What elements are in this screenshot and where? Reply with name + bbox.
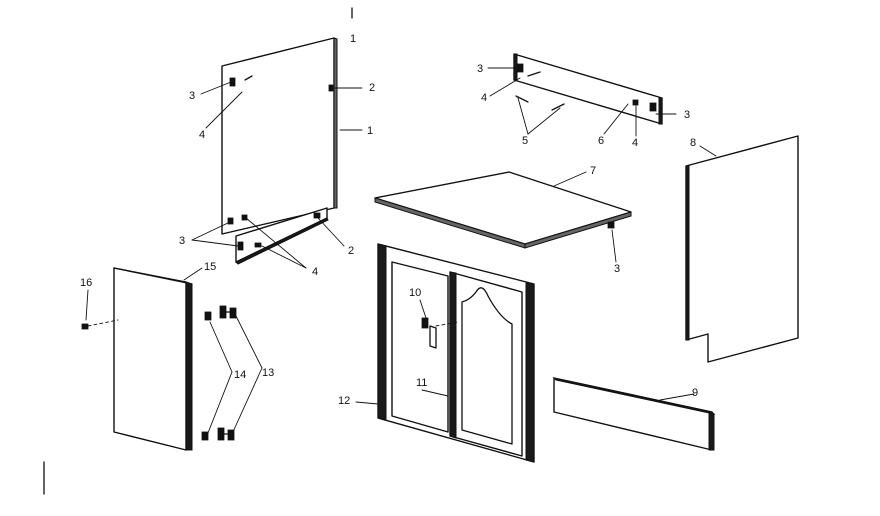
side-panel-part-15 <box>113 267 193 451</box>
callout-6: 6 <box>598 135 604 147</box>
callout-3-lower-left: 3 <box>179 235 185 247</box>
back-rail-part-6 <box>513 53 663 125</box>
handle-part-10 <box>421 317 459 349</box>
callout-3-top-panel: 3 <box>614 263 620 275</box>
callout-4-upper-left: 4 <box>199 129 205 141</box>
callout-labels: 1 3 4 2 1 3 2 4 3 4 5 6 4 3 7 3 8 9 10 1… <box>80 33 698 407</box>
callout-9: 9 <box>692 387 698 399</box>
callout-10: 10 <box>409 287 421 299</box>
callout-11: 11 <box>416 377 427 389</box>
back-panel-part-8 <box>685 135 799 363</box>
knob-part-16 <box>81 319 119 330</box>
callout-2-lower: 2 <box>348 245 354 257</box>
callout-3-upper-left: 3 <box>189 90 195 102</box>
callout-14: 14 <box>234 369 246 381</box>
side-panel-part-1 <box>221 37 338 265</box>
toe-kick-part-9 <box>552 377 716 451</box>
face-frame-part-12 <box>377 243 535 463</box>
door-part-11 <box>449 271 523 457</box>
callout-16: 16 <box>80 277 92 289</box>
callout-8: 8 <box>690 137 696 149</box>
callout-3-back-rail-left: 3 <box>477 63 483 75</box>
leader-lines <box>85 67 717 439</box>
clip-hardware-top <box>229 75 334 92</box>
callout-3-back-rail-right: 3 <box>684 109 690 121</box>
screw-part-5b <box>551 103 565 111</box>
callout-13: 13 <box>262 367 274 379</box>
top-panel-part-7 <box>374 171 632 249</box>
bottom-rail-part-2 <box>227 207 329 265</box>
callout-12: 12 <box>338 395 350 407</box>
callout-7: 7 <box>590 165 596 177</box>
callout-4-back-rail-right: 4 <box>632 137 638 149</box>
callout-4-back-rail-left: 4 <box>481 92 487 104</box>
callout-2-upper: 2 <box>369 82 375 94</box>
hinge-part-13-lower <box>201 427 235 441</box>
callout-5: 5 <box>522 135 528 147</box>
callout-4-lower-left: 4 <box>312 266 318 278</box>
callout-1-top: 1 <box>350 33 356 45</box>
callout-1: 1 <box>367 125 373 137</box>
screw-part-5a <box>515 95 529 103</box>
hinge-part-13-upper <box>204 305 237 321</box>
callout-15: 15 <box>204 261 216 273</box>
